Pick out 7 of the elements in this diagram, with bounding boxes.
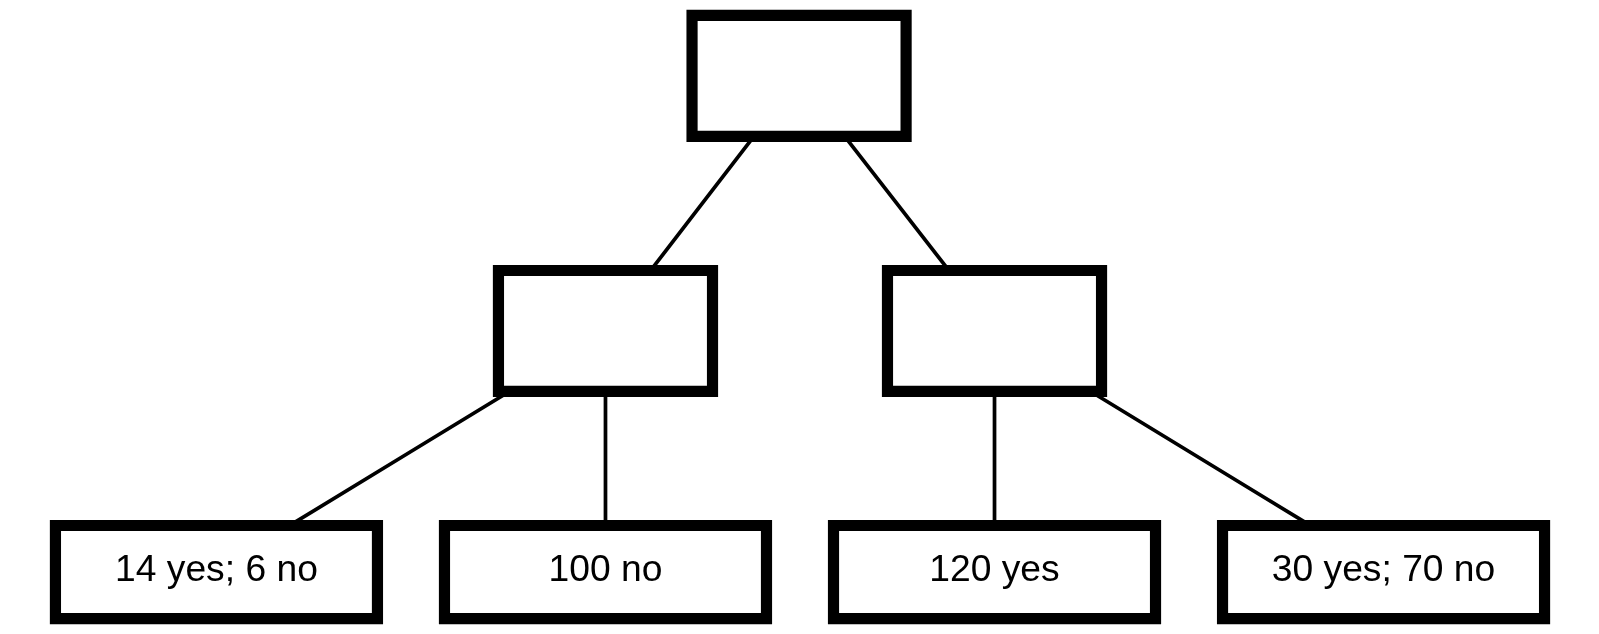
- node-box: [881, 264, 1107, 398]
- node-box: 100 no: [438, 519, 772, 625]
- node-box: [492, 264, 718, 398]
- node-box: 14 yes; 6 no: [49, 519, 383, 625]
- node-box: 30 yes; 70 no: [1216, 519, 1550, 625]
- node-box: 120 yes: [827, 519, 1161, 625]
- node-box: [685, 9, 912, 143]
